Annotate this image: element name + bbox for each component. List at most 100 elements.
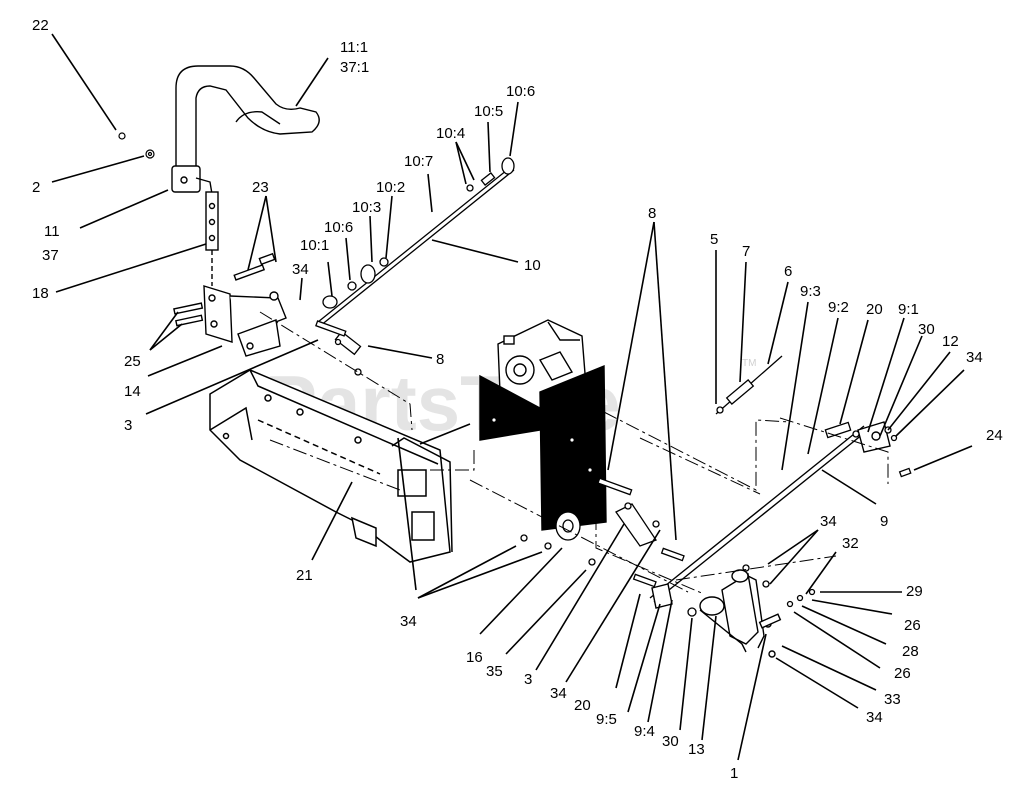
leader-9-3 (781, 301, 809, 471)
callout-20-bottom: 20 (574, 697, 591, 714)
callout-10: 10 (524, 257, 541, 274)
leader-10-3 (369, 215, 373, 263)
leader-34-e1 (767, 529, 819, 565)
nut-34b (588, 558, 596, 566)
leader-34r (895, 369, 965, 437)
callout-30-top: 30 (918, 321, 935, 338)
callout-34-top: 34 (292, 261, 309, 278)
rod-end-10-6 (501, 157, 515, 175)
leader-10-7 (427, 173, 433, 213)
rod-clevis-9-5 (651, 583, 673, 609)
bolt-23a (258, 252, 276, 266)
callout-10-6-top: 10:6 (506, 83, 535, 100)
bolt-25a (173, 302, 204, 315)
washer-2-hole (147, 151, 153, 157)
screw-22 (118, 132, 126, 140)
bolt-28 (758, 613, 782, 629)
callout-9-3: 9:3 (800, 283, 821, 300)
phantom-lower (675, 555, 837, 581)
nut-10-6b (347, 281, 357, 291)
handle-grip-line (235, 111, 281, 125)
callout-16: 16 (466, 649, 483, 666)
leader-24 (913, 445, 973, 471)
linkage-rod-9 (649, 425, 865, 599)
callout-10-3: 10:3 (352, 199, 381, 216)
frame-slot (411, 511, 435, 541)
leader-10-4b (455, 141, 475, 181)
leader-1 (737, 633, 767, 761)
lever-bend (195, 177, 213, 195)
pump-arm-hole (624, 502, 632, 510)
screw-24 (898, 467, 912, 478)
frame-dash (257, 419, 381, 475)
pump-fitting (503, 335, 515, 345)
leader-25a (149, 311, 179, 351)
small-hardware (118, 132, 155, 159)
callout-11: 11 (44, 223, 60, 240)
pump-arm-hardware (315, 320, 816, 617)
bolt-8-upper (315, 320, 347, 337)
leader-26b (793, 611, 881, 669)
bolt-8 (597, 477, 633, 496)
spring-rod (715, 355, 912, 478)
nut-upper (354, 368, 362, 376)
nut-34 (269, 291, 279, 301)
linkage-rod-9-edge (653, 429, 869, 603)
callout-9-1: 9:1 (898, 301, 919, 318)
leader-9-4 (647, 599, 673, 723)
callout-30-bottom: 30 (662, 733, 679, 750)
nut-29 (808, 588, 816, 596)
callout-33: 33 (884, 691, 901, 708)
callout-6: 6 (784, 263, 792, 280)
pivot-bushing (699, 596, 725, 616)
frame-body (209, 369, 451, 563)
callout-37-1: 37:1 (340, 59, 369, 76)
nut-33 (768, 650, 776, 658)
callout-26-a: 26 (904, 617, 921, 634)
link-hole (334, 338, 342, 346)
callout-10-1: 10:1 (300, 237, 329, 254)
callout-9: 9 (880, 513, 888, 530)
leader-30b (679, 617, 693, 731)
leader-11-1 (295, 57, 329, 107)
leader-23b (247, 195, 267, 271)
nut-10-4 (466, 184, 474, 192)
leader-34-f (775, 657, 859, 709)
plate-hole-b (570, 438, 574, 442)
pump-arm-3 (615, 503, 657, 547)
link-3-upper (334, 330, 362, 356)
frame-hole-4 (222, 432, 230, 440)
bolt-8b (660, 547, 685, 562)
leader-20b (615, 593, 641, 689)
bracket-tail (699, 609, 747, 653)
arm-hole-3 (208, 234, 216, 242)
phantom-frame-tab (430, 450, 475, 471)
leader-10-1 (327, 261, 333, 297)
frame-hole-3 (354, 436, 362, 444)
leader-11 (79, 189, 169, 229)
nut-35 (544, 542, 552, 550)
frame-hole-1 (264, 394, 272, 402)
callout-37: 37 (42, 247, 59, 264)
phantom-arm (595, 516, 705, 595)
callout-32: 32 (842, 535, 859, 552)
lever-handle (175, 65, 320, 182)
callout-12: 12 (942, 333, 959, 350)
leader-30 (879, 335, 923, 437)
leader-18 (55, 243, 207, 293)
leader-25b (149, 323, 183, 351)
leader-2 (51, 155, 145, 183)
callout-1: 1 (730, 765, 738, 782)
leader-23a (265, 195, 277, 263)
control-rod (317, 165, 513, 323)
leader-35 (505, 569, 587, 655)
callout-24: 24 (986, 427, 1003, 444)
callout-18: 18 (32, 285, 49, 302)
lever-hole (180, 176, 188, 184)
callout-10-4: 10:4 (436, 125, 465, 142)
phantom-plate (639, 437, 761, 495)
phantom-frame (269, 439, 401, 491)
bolt-20 (632, 573, 657, 588)
